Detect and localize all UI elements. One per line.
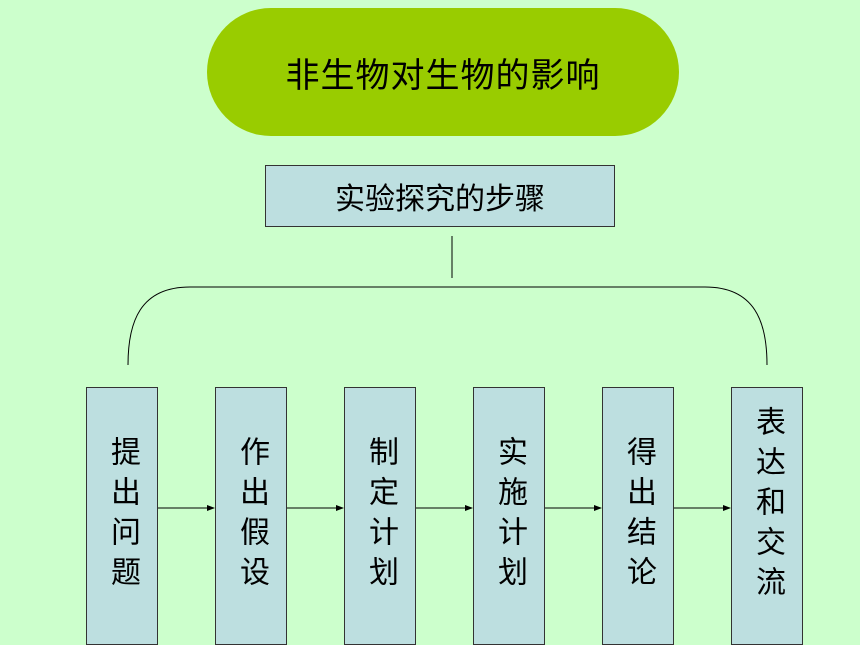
bracket-curve <box>127 286 768 366</box>
step-box-6: 表达和交流 <box>731 387 803 645</box>
step-box-4: 实施计划 <box>473 387 545 645</box>
subtitle-text: 实验探究的步骤 <box>335 182 545 217</box>
step-box-2: 作出假设 <box>215 387 287 645</box>
step-label-6: 表达和交流 <box>750 406 785 606</box>
subtitle-box: 实验探究的步骤 <box>265 165 615 227</box>
step-label-2: 作出假设 <box>234 436 269 596</box>
step-label-3: 制定计划 <box>363 436 398 596</box>
title-banner: 非生物对生物的影响 <box>207 8 679 136</box>
title-text: 非生物对生物的影响 <box>285 55 601 96</box>
step-label-5: 得出结论 <box>621 436 656 596</box>
step-box-1: 提出问题 <box>86 387 158 645</box>
step-box-5: 得出结论 <box>602 387 674 645</box>
step-box-3: 制定计划 <box>344 387 416 645</box>
step-label-4: 实施计划 <box>492 436 527 596</box>
step-label-1: 提出问题 <box>105 436 140 596</box>
